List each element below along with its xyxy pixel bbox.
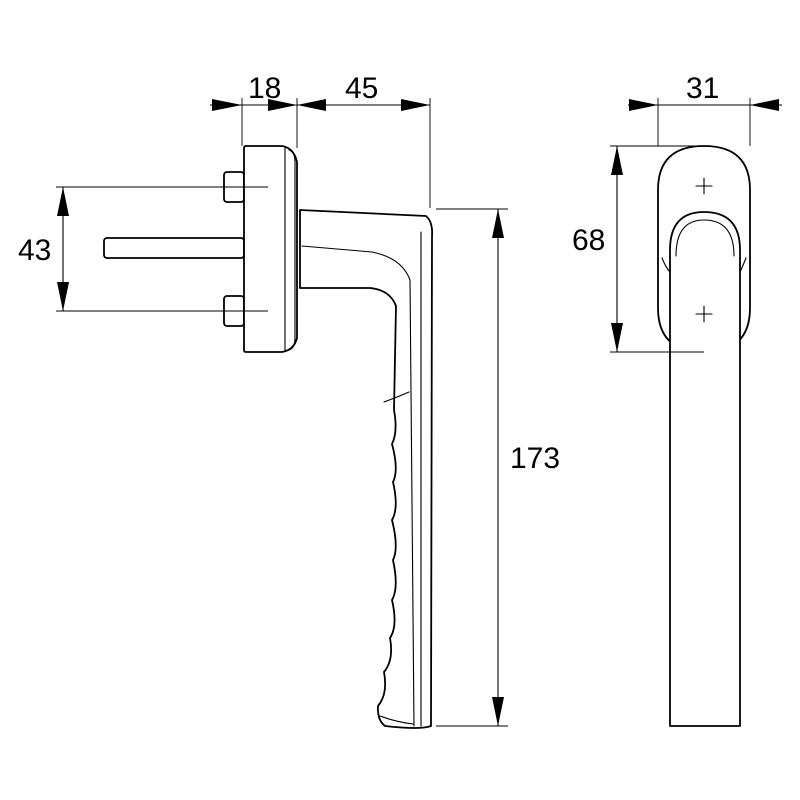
screw-cross-top bbox=[695, 177, 713, 195]
dimension-handle-length: 173 bbox=[436, 208, 560, 727]
front-view bbox=[657, 145, 751, 727]
dimension-lever-offset: 45 bbox=[297, 72, 431, 208]
dimension-rose-width: 31 bbox=[628, 72, 782, 146]
dim-label-rose-width: 31 bbox=[686, 72, 719, 105]
dim-label-handle-length: 173 bbox=[510, 442, 560, 475]
dim-label-rose-depth: 18 bbox=[248, 72, 281, 105]
rose-side bbox=[243, 145, 298, 353]
side-view bbox=[103, 145, 434, 729]
dim-label-screw-spacing: 43 bbox=[18, 234, 51, 267]
spindle bbox=[103, 237, 245, 259]
dimension-rose-height: 68 bbox=[572, 145, 704, 353]
screw-cross-bottom bbox=[695, 305, 713, 323]
dimension-rose-depth: 18 bbox=[210, 72, 298, 148]
lever-front bbox=[669, 211, 741, 727]
dim-label-rose-height: 68 bbox=[572, 224, 605, 257]
dimension-screw-spacing: 43 bbox=[18, 186, 212, 312]
dim-label-lever-offset: 45 bbox=[345, 72, 378, 105]
lever-side bbox=[299, 209, 434, 729]
